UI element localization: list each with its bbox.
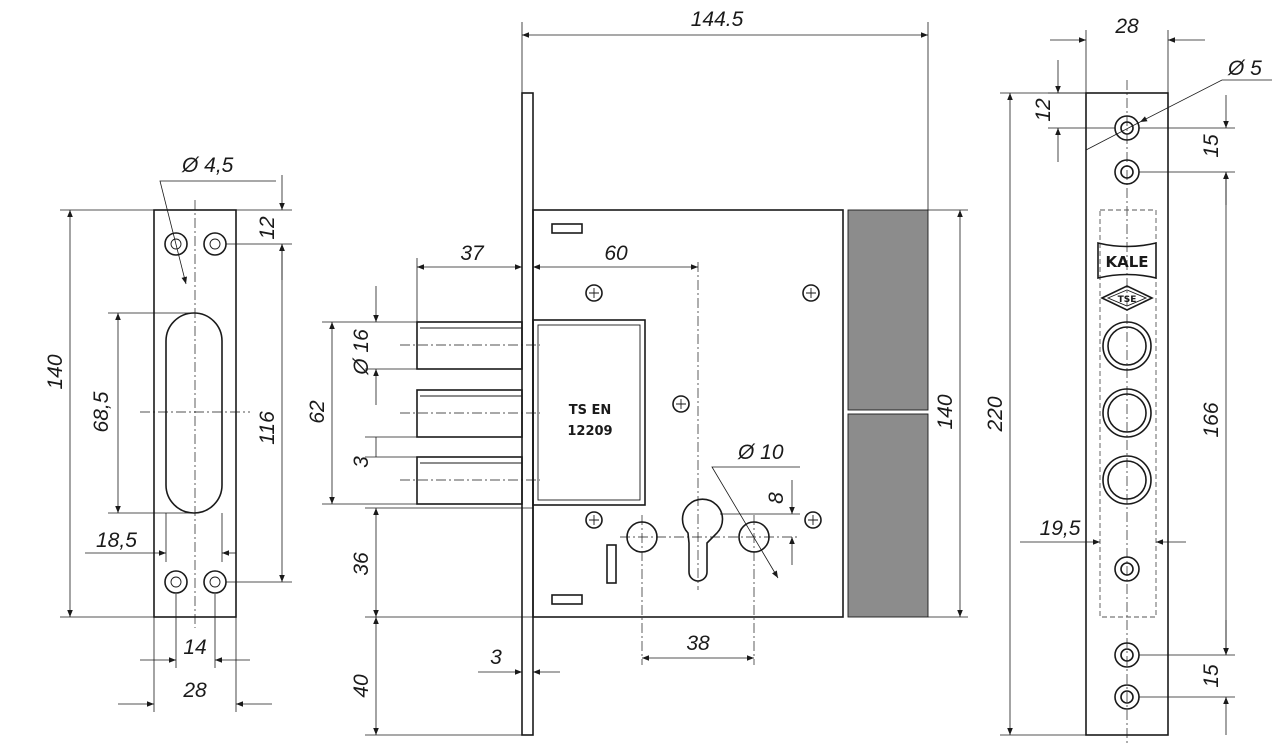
- faceplate-width-label: 28: [1114, 15, 1139, 38]
- tse-badge: TSE: [1100, 285, 1154, 311]
- faceplate-screw-3: [1114, 556, 1140, 582]
- faceplate-bolt-3: [1102, 455, 1152, 505]
- lock-cover-top: [847, 209, 929, 411]
- svg-text:TSE: TSE: [1118, 295, 1137, 305]
- deadbolt-middle: [416, 389, 523, 438]
- strike-slot: [165, 312, 223, 514]
- kale-logo: KALE: [1097, 241, 1157, 280]
- faceplate-height-label: 220: [984, 396, 1007, 432]
- strike-width-label: 28: [182, 679, 207, 702]
- center-distance-label: 38: [686, 632, 710, 655]
- standard-line-2: 12209: [567, 424, 612, 439]
- faceplate-side-offset-label: 19,5: [1040, 517, 1081, 540]
- strike-hole-spacing-label: 116: [256, 411, 279, 445]
- case-slot-top: [551, 223, 583, 234]
- below-bolt-label: 36: [350, 552, 373, 576]
- lock-faceplate: [521, 92, 534, 736]
- standard-line-1: TS EN: [569, 403, 612, 418]
- faceplate-thickness-label: 3: [490, 646, 502, 669]
- faceplate-front-view: KALE TSE 28 Ø 5 12 15: [984, 15, 1272, 745]
- lock-body-view: TS EN 12209: [306, 8, 968, 736]
- strike-slot-height-label: 68,5: [90, 391, 113, 432]
- faceplate-top-spacing-label: 15: [1200, 134, 1223, 158]
- case-screw-1: [585, 284, 603, 302]
- strike-hole-bottom-right: [203, 570, 227, 594]
- cylinder-hole-label: Ø 10: [737, 441, 784, 464]
- strike-slot-offset-label: 18,5: [96, 529, 137, 552]
- strike-hole-top-left: [164, 232, 188, 256]
- bolt-span-label: 62: [306, 400, 329, 424]
- faceplate-bolt-2: [1102, 388, 1152, 438]
- bolt-diameter-label: Ø 16: [350, 329, 373, 376]
- bolt-throw-label: 37: [460, 242, 485, 265]
- deadbolt-top: [416, 321, 523, 370]
- case-slot-vertical: [606, 544, 617, 584]
- body-height-label: 140: [934, 394, 957, 429]
- faceplate-bottom-spacing-label: 15: [1200, 664, 1223, 688]
- backset-label: 60: [604, 242, 628, 265]
- lock-cover-bottom: [847, 413, 929, 618]
- cylinder-offset-label: 8: [765, 492, 788, 504]
- case-hidden-outline: [1099, 209, 1157, 618]
- faceplate-top-offset-label: 12: [1032, 98, 1055, 122]
- bottom-extension-label: 40: [350, 674, 373, 698]
- strike-plate-view: Ø 4,5 12 140 116 68,5 18,5 14: [44, 154, 292, 712]
- faceplate-hole-diameter-label: Ø 5: [1227, 57, 1262, 80]
- strike-inner-width-label: 14: [183, 636, 206, 659]
- case-screw-4: [585, 511, 603, 529]
- strike-hole-diameter-label: Ø 4,5: [181, 154, 234, 177]
- cylinder-cutout: [681, 498, 724, 582]
- strike-hole-bottom-left: [164, 570, 188, 594]
- faceplate-inner-span-label: 166: [1200, 402, 1223, 437]
- deadbolt-bottom: [416, 456, 523, 505]
- strike-height-label: 140: [44, 354, 67, 389]
- case-screw-2: [802, 284, 820, 302]
- bolt-gap-label: 3: [350, 456, 373, 468]
- strike-hole-top-right: [203, 232, 227, 256]
- standard-plate: [532, 319, 646, 506]
- strike-top-offset-label: 12: [256, 216, 279, 240]
- svg-text:KALE: KALE: [1105, 253, 1148, 271]
- case-screw-3: [672, 395, 690, 413]
- faceplate-bolt-1: [1102, 321, 1152, 371]
- case-screw-5: [804, 511, 822, 529]
- total-width-label: 144.5: [691, 8, 744, 31]
- case-slot-bottom: [551, 594, 583, 605]
